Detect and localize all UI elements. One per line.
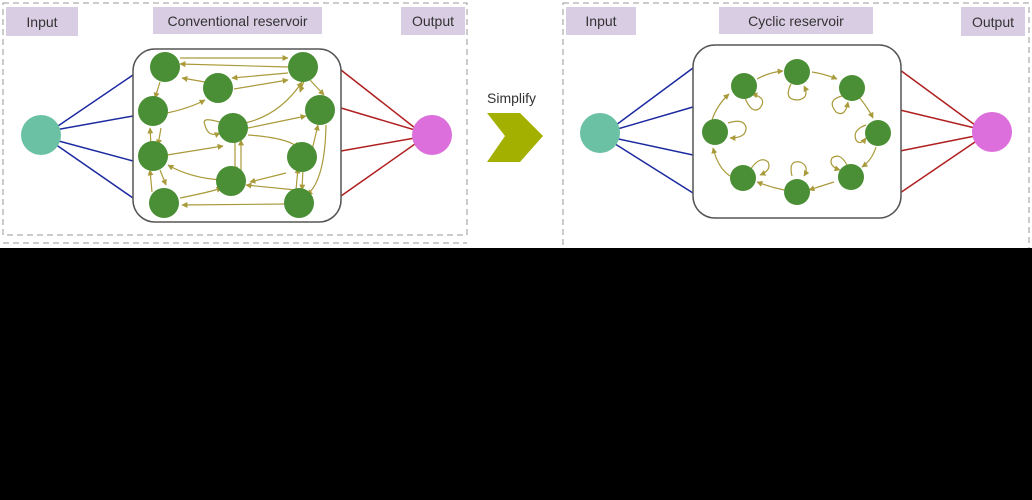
reservoir-node — [702, 119, 728, 145]
conventional-reservoir-nodes — [138, 52, 335, 218]
diagram-canvas: Input Conventional reservoir Output Simp… — [0, 0, 1032, 248]
left-reservoir-label: Conventional reservoir — [153, 7, 322, 34]
reservoir-node — [203, 73, 233, 103]
right-output-edges — [899, 69, 976, 194]
right-input-edges — [611, 67, 694, 194]
reservoir-node — [150, 52, 180, 82]
reservoir-node — [138, 96, 168, 126]
left-input-node — [21, 115, 61, 155]
right-panel-frame — [562, 2, 1030, 248]
left-input-edges — [54, 74, 134, 199]
right-input-node — [580, 113, 620, 153]
left-panel-frame — [2, 2, 468, 236]
simplify-arrow-icon — [487, 113, 543, 162]
right-reservoir-label: Cyclic reservoir — [719, 7, 873, 34]
reservoir-node — [218, 113, 248, 143]
right-output-node — [972, 112, 1012, 152]
reservoir-node — [287, 142, 317, 172]
cyclic-reservoir-edges — [711, 68, 877, 192]
reservoir-node — [784, 179, 810, 205]
left-output-edges — [340, 69, 416, 197]
left-input-label: Input — [6, 7, 78, 36]
reservoir-node — [305, 95, 335, 125]
reservoir-node — [784, 59, 810, 85]
reservoir-node — [865, 120, 891, 146]
reservoir-node — [730, 165, 756, 191]
reservoir-node — [838, 164, 864, 190]
left-output-label: Output — [401, 7, 465, 35]
simplify-label: Simplify — [487, 90, 537, 106]
right-input-label: Input — [566, 7, 636, 35]
reservoir-node — [149, 188, 179, 218]
left-output-node — [412, 115, 452, 155]
reservoir-node — [731, 73, 757, 99]
reservoir-node — [138, 141, 168, 171]
reservoir-node — [284, 188, 314, 218]
reservoir-node — [216, 166, 246, 196]
reservoir-node — [288, 52, 318, 82]
right-output-label: Output — [961, 7, 1025, 36]
diagram-svg — [2, 2, 1030, 248]
reservoir-node — [839, 75, 865, 101]
cyclic-reservoir-nodes — [702, 59, 891, 205]
